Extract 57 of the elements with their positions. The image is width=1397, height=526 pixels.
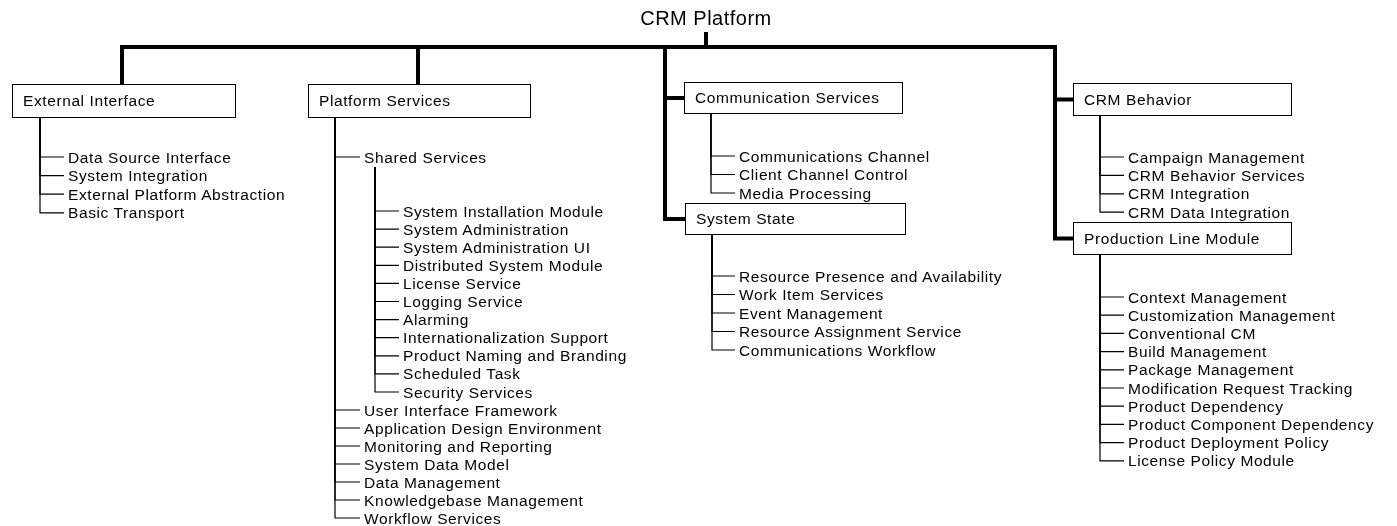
component-label: CRM Behavior Services <box>1128 166 1306 184</box>
component-label: Logging Service <box>403 293 524 310</box>
connector-line <box>1099 115 1125 213</box>
component-label: Event Management <box>739 304 883 322</box>
component-label: Basic Transport <box>68 204 185 222</box>
component-label: Shared Services <box>364 148 487 166</box>
component-label: Work Item Services <box>739 286 884 303</box>
component-label: Customization Management <box>1128 306 1336 324</box>
component-label: Product Deployment Policy <box>1128 434 1330 452</box>
component-label: CRM Data Integration <box>1128 203 1290 221</box>
component-label: License Service <box>403 274 522 292</box>
component-label: Resource Assignment Service <box>739 323 962 340</box>
component-label: System Integration <box>68 167 209 185</box>
component-label: Package Management <box>1128 361 1294 379</box>
component-label: Product Component Dependency <box>1128 415 1374 433</box>
component-label: Resource Presence and Availability <box>739 267 1003 285</box>
category-box: Communication Services <box>684 82 903 114</box>
component-label: Alarming <box>403 311 469 329</box>
component-label: Conventional CM <box>1128 324 1256 342</box>
category-box: System State <box>685 203 906 235</box>
component-label: Media Processing <box>739 184 872 202</box>
component-label: Security Services <box>403 383 533 401</box>
component-label: Communications Workflow <box>739 341 936 359</box>
category-box: CRM Behavior <box>1073 83 1292 116</box>
component-label: Monitoring and Reporting <box>364 437 553 455</box>
component-label: Campaign Management <box>1128 148 1305 166</box>
diagram-title: CRM Platform <box>626 6 786 30</box>
connector-line <box>710 113 736 194</box>
component-label: Knowledgebase Management <box>364 491 584 509</box>
component-label: Distributed System Module <box>403 256 604 274</box>
component-label: Workflow Services <box>364 509 502 526</box>
connector-line <box>39 117 65 214</box>
component-label: Internationalization Support <box>403 329 609 347</box>
component-label: Communications Channel <box>739 147 930 165</box>
component-label: Scheduled Task <box>403 365 521 383</box>
component-label: Client Channel Control <box>739 166 909 183</box>
component-label: System Administration <box>403 220 569 238</box>
connector-line <box>704 32 1073 241</box>
component-label: Modification Request Tracking <box>1128 379 1354 397</box>
category-box: External Interface <box>12 84 236 118</box>
component-label: System Administration UI <box>403 238 591 256</box>
category-box: Platform Services <box>308 84 531 118</box>
category-box: Production Line Module <box>1073 222 1292 255</box>
component-label: System Installation Module <box>403 202 604 220</box>
component-label: Context Management <box>1128 288 1287 306</box>
connector-line <box>711 234 736 351</box>
component-label: User Interface Framework <box>364 401 558 419</box>
component-label: Application Design Environment <box>364 419 602 437</box>
component-label: License Policy Module <box>1128 452 1295 470</box>
component-label: Product Dependency <box>1128 397 1284 415</box>
component-label: CRM Integration <box>1128 185 1250 203</box>
component-label: Build Management <box>1128 343 1267 361</box>
component-label: Data Source Interface <box>68 148 232 166</box>
component-label: Product Naming and Branding <box>403 347 627 365</box>
component-label: Data Management <box>364 473 501 491</box>
component-label: System Data Model <box>364 455 510 473</box>
component-label: External Platform Abstraction <box>68 185 286 203</box>
